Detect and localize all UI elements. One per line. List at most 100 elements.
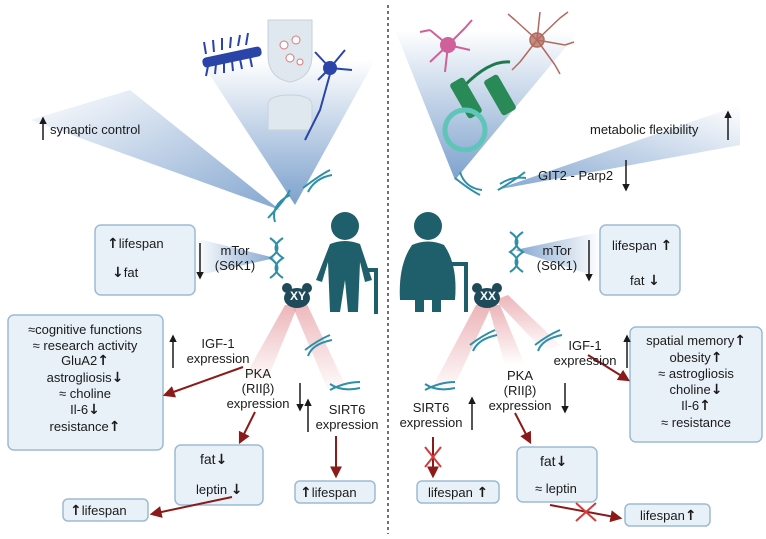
box-right-sirt6-lifespan bbox=[416, 480, 500, 504]
right-pka-label: PKA (RIIβ) expression bbox=[480, 368, 560, 413]
right-leptin: ≈ leptin bbox=[535, 481, 577, 496]
arrow-down-icon: ↓ bbox=[710, 381, 723, 398]
right-fat-text: fat bbox=[540, 453, 556, 469]
elderly-man-icon bbox=[316, 212, 378, 314]
left-igf1-label: IGF-1 expression bbox=[178, 336, 258, 366]
box-left-sirt6-lifespan bbox=[294, 480, 376, 504]
left-lifespan: ↑lifespan bbox=[70, 503, 127, 519]
right-effect-4-text: choline bbox=[669, 381, 711, 397]
left-effect-2: ≈ research activity bbox=[32, 337, 138, 353]
left-sirt6-line1: SIRT6 bbox=[328, 402, 366, 417]
beam-mouse-right2 bbox=[488, 305, 525, 365]
beam-mouse-right bbox=[428, 305, 492, 395]
right-lifespan: lifespan↑ bbox=[640, 508, 697, 524]
arrow-down-icon: ↓ bbox=[88, 401, 100, 418]
box-right-mtor bbox=[599, 224, 681, 296]
box-left-effects bbox=[7, 314, 164, 451]
left-box-lifespan: ↑lifespan bbox=[107, 236, 164, 252]
beam-neurons-left bbox=[200, 60, 375, 205]
right-lifespan-text: lifespan bbox=[640, 508, 685, 523]
inhibition-cross bbox=[424, 446, 597, 522]
neuron-icon bbox=[304, 49, 353, 141]
arrow-up-icon: ↑ bbox=[660, 238, 673, 254]
right-effect-1-text: spatial memory bbox=[646, 333, 735, 348]
arrow-down-icon: ↓ bbox=[112, 265, 124, 281]
beam-synaptic-left bbox=[30, 90, 280, 210]
right-sirt6-label: SIRT6 expression bbox=[396, 400, 466, 430]
arrow-up-icon: ↑ bbox=[476, 485, 489, 501]
arrow-up-icon: ↑ bbox=[699, 398, 711, 415]
right-sirt6-line1: SIRT6 bbox=[412, 400, 450, 415]
right-effect-1: spatial memory↑ bbox=[632, 333, 760, 350]
left-effect-5: ≈ choline bbox=[59, 386, 111, 402]
right-pka-line2: (RIIβ) bbox=[503, 383, 537, 398]
beam-mtor-left bbox=[195, 238, 275, 276]
indicator-arrows bbox=[39, 110, 732, 432]
left-effect-6: Il-6↓ bbox=[10, 402, 160, 419]
box-right-fat bbox=[516, 446, 598, 503]
box-left-lifespan bbox=[62, 498, 149, 522]
arrow-up-icon: ↑ bbox=[684, 508, 697, 524]
right-box-lifespan-text: lifespan bbox=[612, 238, 657, 253]
left-effect-1: ≈cognitive functions bbox=[27, 322, 143, 337]
beam-mtor-right bbox=[515, 232, 600, 278]
left-box-lifespan-text: lifespan bbox=[118, 236, 164, 251]
left-effect-3-text: GluA2 bbox=[61, 353, 98, 369]
left-box-fat: ↓fat bbox=[112, 265, 138, 281]
arrow-down-icon: ↓ bbox=[215, 452, 228, 468]
left-fat-text: fat bbox=[200, 451, 216, 467]
left-effect-4: astrogliosis↓ bbox=[10, 370, 160, 387]
left-pka-line1: PKA bbox=[244, 366, 271, 381]
synapse-icon bbox=[267, 19, 313, 131]
left-box-fat-text: fat bbox=[123, 265, 139, 280]
right-box-fat-text: fat bbox=[630, 273, 645, 288]
arrow-up-icon: ↑ bbox=[97, 353, 109, 370]
right-igf1-line1: IGF-1 bbox=[568, 338, 602, 353]
dendrite-icon bbox=[202, 32, 262, 77]
arrow-up-icon: ↑ bbox=[734, 333, 746, 349]
beam-mouse-left bbox=[290, 300, 350, 395]
left-effect-7: resistance↑ bbox=[10, 419, 160, 436]
left-mtor-label: mTor (S6K1) bbox=[205, 243, 265, 273]
mouse-label-left: XY bbox=[290, 289, 307, 303]
box-right-lifespan bbox=[624, 503, 711, 527]
left-mtor-line2: (S6K1) bbox=[214, 258, 256, 273]
right-igf1-line2: expression bbox=[553, 353, 617, 368]
dna-icon bbox=[267, 169, 563, 391]
right-effect-4: choline↓ bbox=[632, 382, 760, 399]
left-pka-line3: expression bbox=[226, 396, 290, 411]
right-box-fat: fat ↓ bbox=[630, 273, 660, 289]
left-igf1-line2: expression bbox=[186, 351, 250, 366]
right-sirt6-line2: expression bbox=[399, 415, 463, 430]
myelin-icon bbox=[442, 60, 516, 153]
metabolic-flexibility-label: metabolic flexibility bbox=[590, 122, 699, 137]
beam-metabolic-right bbox=[495, 105, 740, 190]
box-left-fat bbox=[174, 444, 264, 506]
arrow-up-icon: ↑ bbox=[300, 485, 312, 501]
arrow-up-icon: ↑ bbox=[108, 418, 121, 435]
oligodendrocyte-icon bbox=[419, 19, 473, 73]
right-effect-2-text: obesity bbox=[669, 349, 711, 365]
left-fat: fat↓ bbox=[200, 452, 227, 468]
git2-parp2-label: GIT2 - Parp2 bbox=[538, 168, 614, 183]
left-pka-label: PKA (RIIβ) expression bbox=[218, 366, 298, 411]
beam-mouse-left2 bbox=[240, 305, 298, 385]
right-box-lifespan: lifespan ↑ bbox=[612, 238, 672, 254]
left-leptin: leptin ↓ bbox=[196, 482, 242, 498]
left-sirt6-line2: expression bbox=[315, 417, 379, 432]
left-lifespan-sirt6: ↑lifespan bbox=[300, 485, 357, 501]
right-effect-5-text: Il-6 bbox=[681, 398, 700, 414]
left-pka-line2: (RIIβ) bbox=[241, 381, 275, 396]
right-mtor-line1: mTor bbox=[542, 243, 572, 258]
left-effects-list: ≈cognitive functions ≈ research activity… bbox=[10, 322, 160, 435]
right-lifespan-sirt6: lifespan ↑ bbox=[428, 485, 488, 501]
right-fat: fat↓ bbox=[540, 454, 567, 470]
left-leptin-text: leptin bbox=[196, 482, 228, 497]
right-pka-line1: PKA bbox=[506, 368, 533, 383]
mouse-label-right: XX bbox=[480, 289, 497, 303]
left-igf1-line1: IGF-1 bbox=[201, 336, 235, 351]
right-effect-3: ≈ astrogliosis bbox=[658, 366, 734, 382]
left-effect-7-text: resistance bbox=[49, 418, 109, 434]
arrow-up-icon: ↑ bbox=[107, 236, 119, 252]
